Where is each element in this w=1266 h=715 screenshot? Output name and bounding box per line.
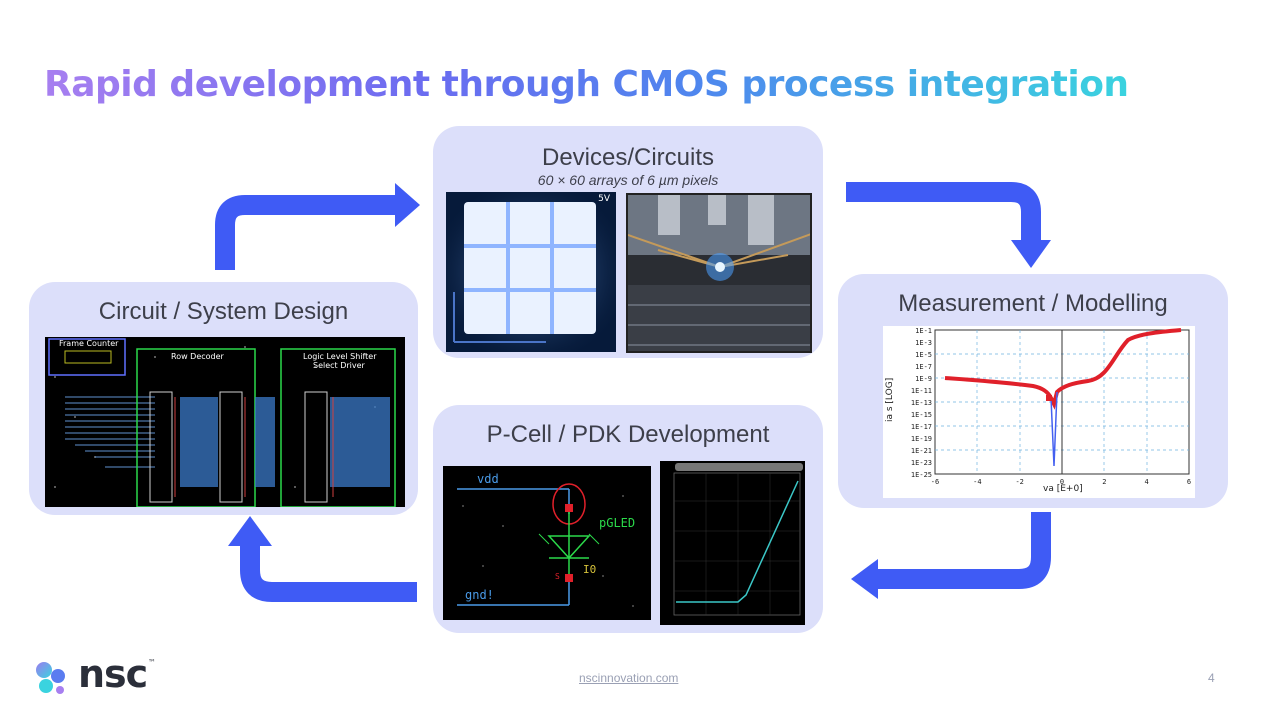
nsc-logo: nsc ™ (30, 652, 160, 700)
plot-ylabel: ia s [LOG] (885, 377, 895, 422)
devices-circuits-panel: Devices/Circuits 60 × 60 arrays of 6 µm … (433, 126, 823, 358)
trademark-symbol: ™ (148, 658, 156, 667)
xtick-label: 4 (1145, 478, 1149, 486)
iv-curve-plot: 1E-1 1E-3 1E-5 1E-7 1E-9 1E-11 1E-13 1E-15 1E-17… (883, 326, 1195, 498)
circuit-system-design-title: Circuit / System Design (98, 298, 349, 325)
vdd-label: vdd (477, 472, 499, 486)
ytick-label: 1E-3 (915, 339, 932, 347)
xtick-label: 0 (1060, 478, 1064, 486)
current-label: I0 (583, 563, 597, 576)
website-link[interactable]: nscinnovation.com (579, 671, 679, 685)
ytick-label: 1E-1 (915, 327, 932, 335)
pin-label: S (555, 572, 560, 581)
nsc-logo-mark-icon (36, 662, 65, 694)
ytick-label: 1E-5 (915, 351, 932, 359)
ytick-label: 1E-21 (911, 447, 932, 455)
ytick-label: 1E-23 (911, 459, 932, 467)
ytick-label: 1E-11 (911, 387, 932, 395)
schematic-image: vdd gnd! pGLED I0 S (443, 466, 651, 620)
page-number: 4 (1208, 671, 1215, 685)
probe-station-image (626, 193, 812, 353)
simulation-plot-image (660, 461, 805, 625)
xtick-label: -2 (1015, 478, 1023, 486)
layout-image: Frame Counter Row Decoder Logic Level Sh… (45, 337, 405, 507)
nsc-logo-text: nsc (78, 652, 148, 696)
ytick-label: 1E-7 (915, 363, 932, 371)
measurement-modelling-panel: Measurement / Modelling 1E-1 1E-3 1E-5 1E-7… (838, 274, 1228, 508)
ytick-label: 1E-15 (911, 411, 932, 419)
device-label: pGLED (599, 516, 636, 530)
measurement-modelling-title: Measurement / Modelling (898, 290, 1168, 317)
ytick-label: 1E-19 (911, 435, 932, 443)
xtick-label: 6 (1187, 478, 1191, 486)
arrow-design-to-devices (215, 183, 420, 270)
xtick-label: -6 (931, 478, 939, 486)
xtick-label: 2 (1102, 478, 1106, 486)
row-decoder-label: Row Decoder (171, 352, 224, 361)
arrow-measurement-to-pcell (851, 512, 1051, 599)
circuit-system-design-panel: Circuit / System Design (29, 282, 418, 515)
ytick-label: 1E-17 (911, 423, 932, 431)
devices-circuits-subtitle: 60 × 60 arrays of 6 µm pixels (537, 172, 719, 188)
arrow-devices-to-measurement (846, 182, 1051, 268)
logic-level-shifter-label: Logic Level Shifter (303, 352, 377, 361)
gnd-label: gnd! (465, 588, 494, 602)
ytick-label: 1E-25 (911, 471, 932, 479)
voltage-label: 5V (598, 194, 610, 204)
xtick-label: -4 (973, 478, 981, 486)
arrow-pcell-to-design (228, 516, 417, 602)
devices-circuits-title: Devices/Circuits (541, 144, 715, 171)
pixel-array-image: 5V (446, 192, 616, 352)
ytick-label: 1E-13 (911, 399, 932, 407)
frame-counter-label: Frame Counter (59, 339, 119, 348)
select-driver-label: Select Driver (313, 361, 365, 370)
plot-xlabel: va [E+0] (1043, 484, 1083, 494)
pcell-pdk-panel: P-Cell / PDK Development vdd gnd! pGLED … (433, 405, 823, 633)
ytick-label: 1E-9 (915, 375, 932, 383)
slide-title: Rapid development through CMOS process i… (44, 64, 1129, 105)
pcell-pdk-title: P-Cell / PDK Development (486, 421, 770, 448)
